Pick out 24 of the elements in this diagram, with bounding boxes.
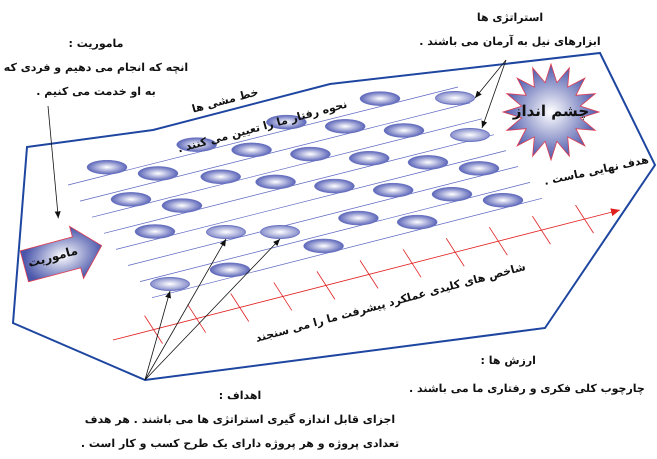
arrow bbox=[144, 238, 280, 380]
label-text: ارزش ها : bbox=[480, 354, 536, 366]
ellipse-tile bbox=[206, 225, 246, 239]
body-text: انچه که انجام می دهیم و فردی که به او خدمت می کنیم . bbox=[2, 60, 190, 100]
arrow bbox=[474, 60, 506, 98]
star-label: چشم انداز bbox=[511, 102, 590, 120]
arrow bbox=[144, 290, 171, 380]
heading-text: ماموریت : bbox=[68, 36, 124, 52]
heading-text: استراتژی ها bbox=[476, 10, 544, 26]
ellipse-tile bbox=[435, 91, 475, 105]
heading-text: اهداف : bbox=[218, 388, 262, 404]
ellipse-tile bbox=[450, 128, 490, 142]
body-text: ابزارهای نیل به آرمان می باشند . bbox=[418, 34, 602, 50]
arrow bbox=[482, 60, 506, 128]
ellipse-tile bbox=[150, 277, 190, 291]
star-caption: هدف نهایی ماست . bbox=[542, 153, 650, 188]
label-text: خط مشی ها bbox=[190, 84, 260, 116]
arrow bbox=[144, 238, 226, 380]
label-text: چارچوب کلی فکری و رفتاری ما می باشند . bbox=[409, 382, 645, 394]
label-text: شاخص های کلیدی عملکرد پیشرفت ما را می سنجند bbox=[254, 260, 526, 344]
ellipse-tile bbox=[260, 225, 300, 239]
body-text: اجزای قابل اندازه گیری استراتژی ها می باشند . هر هدف تعدادی پروژه و هر پروژه دارای یک طرح کسب و کار است . bbox=[80, 412, 400, 452]
arrow bbox=[48, 106, 61, 219]
arrow-label: ماموریت bbox=[25, 242, 80, 272]
